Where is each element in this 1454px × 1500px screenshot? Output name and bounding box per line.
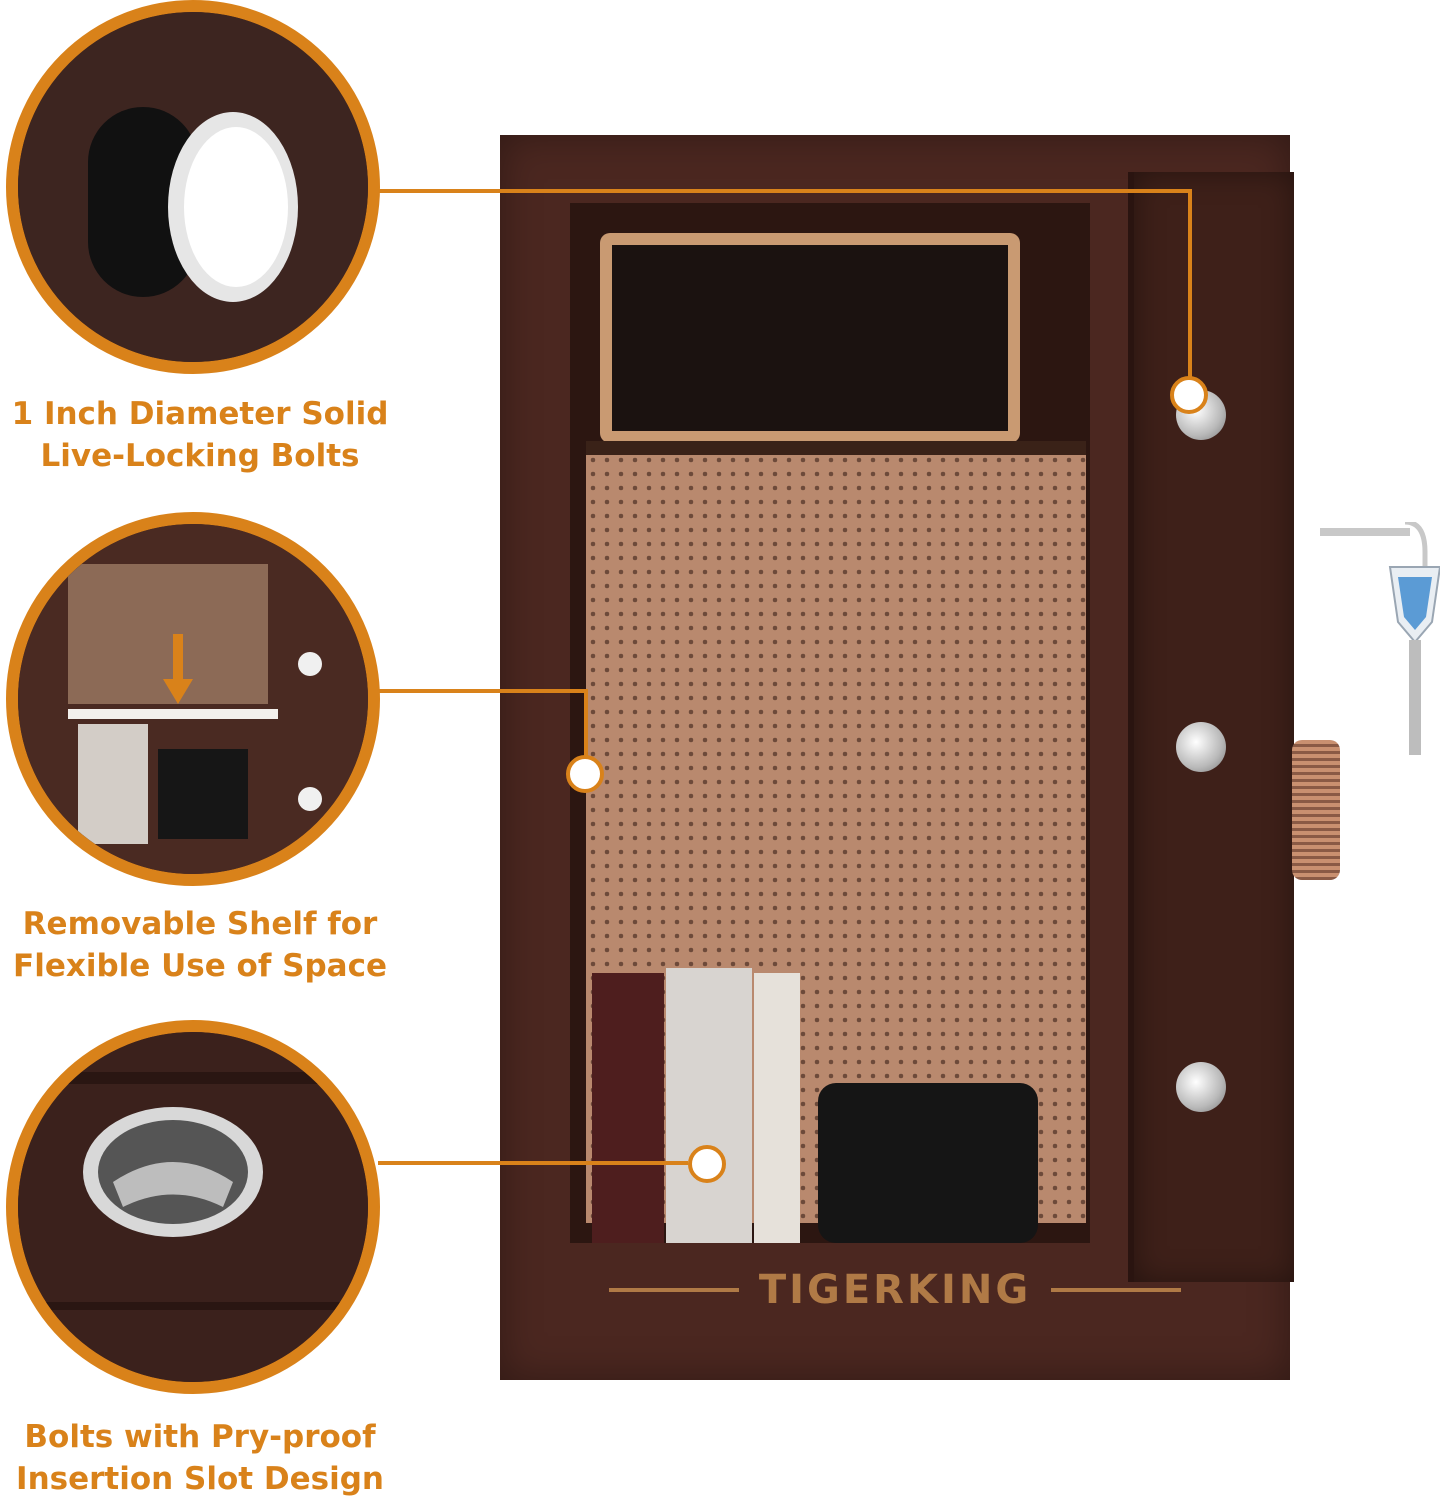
safe-door xyxy=(1128,172,1294,1282)
caption-line: Flexible Use of Space xyxy=(13,948,387,984)
leader-line xyxy=(584,689,588,761)
locking-bolt xyxy=(1176,1062,1226,1112)
caption-line: 1 Inch Diameter Solid xyxy=(11,396,389,432)
brand-divider xyxy=(608,1288,739,1292)
pointer-dot xyxy=(1170,376,1208,414)
leader-line xyxy=(378,1161,688,1165)
brand-divider xyxy=(1051,1288,1182,1292)
removable-shelf xyxy=(586,441,1086,455)
locking-bolt xyxy=(1176,722,1226,772)
book xyxy=(592,973,664,1243)
pointer-dot xyxy=(566,755,604,793)
slot-closeup-illustration xyxy=(18,1032,368,1382)
slot-closeup-circle xyxy=(6,1020,380,1394)
bolt-closeup-illustration xyxy=(18,12,368,362)
safe-body: TIGERKING xyxy=(500,135,1294,1380)
shelf-closeup-circle xyxy=(6,512,380,886)
caption-line: Insertion Slot Design xyxy=(16,1461,384,1497)
bolt-closeup-circle xyxy=(6,0,380,374)
book xyxy=(666,968,752,1243)
pointer-dot xyxy=(688,1145,726,1183)
leader-line xyxy=(378,689,586,693)
leader-line xyxy=(378,189,1192,193)
camera xyxy=(818,1083,1038,1243)
caption-line: Removable Shelf for xyxy=(22,906,378,942)
shelf-closeup-illustration xyxy=(18,524,368,874)
feature-caption-bolts: 1 Inch Diameter Solid Live-Locking Bolts xyxy=(0,393,400,477)
caption-line: Live-Locking Bolts xyxy=(40,438,360,474)
leader-line xyxy=(1188,189,1192,379)
key-icon xyxy=(1320,522,1440,755)
safe-interior xyxy=(570,203,1090,1243)
brand-plate: TIGERKING xyxy=(595,1260,1195,1320)
book xyxy=(754,973,800,1243)
top-drawer xyxy=(600,233,1020,443)
brand-logo: TIGERKING xyxy=(758,1267,1032,1313)
feature-caption-shelf: Removable Shelf for Flexible Use of Spac… xyxy=(0,903,400,987)
feature-caption-slot: Bolts with Pry-proof Insertion Slot Desi… xyxy=(0,1416,400,1500)
dial-knob xyxy=(1292,740,1340,880)
caption-line: Bolts with Pry-proof xyxy=(24,1419,376,1455)
